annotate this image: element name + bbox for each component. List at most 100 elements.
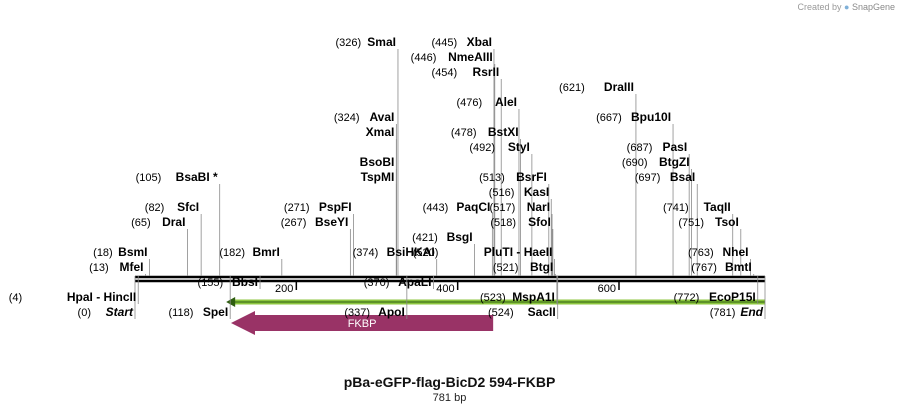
- site-position: (324): [334, 112, 360, 124]
- site-name: BseYI: [315, 215, 348, 229]
- site-position: (667): [596, 112, 622, 124]
- site-name: End: [740, 305, 763, 319]
- site-position: (621): [559, 82, 585, 94]
- site-position: (517): [490, 202, 516, 214]
- site-name: PasI: [662, 140, 687, 154]
- site-name: BsaI: [670, 170, 695, 184]
- site-name: NheI: [722, 245, 748, 259]
- site-name: TsoI: [715, 215, 739, 229]
- site-position: (182): [219, 247, 245, 259]
- site-name: Bpu10I: [631, 110, 671, 124]
- site-name: BsiHKAI: [387, 245, 435, 259]
- site-name: BtgI: [530, 260, 553, 274]
- site-position: (520): [413, 247, 439, 259]
- site-name: BsgI: [447, 230, 473, 244]
- site-name: BsaBI *: [176, 170, 218, 184]
- site-name: SacII: [528, 305, 556, 319]
- sequence-length: 781 bp: [432, 392, 467, 404]
- site-position: (741): [663, 202, 689, 214]
- site-position: (65): [131, 217, 151, 229]
- site-position: (690): [622, 157, 648, 169]
- site-position: (687): [627, 142, 653, 154]
- site-position: (18): [93, 247, 113, 259]
- site-name: AleI: [495, 95, 517, 109]
- site-name: BsoBI: [360, 155, 395, 169]
- snapgene-logo-icon: ●: [844, 2, 850, 12]
- site-position: (492): [469, 142, 495, 154]
- site-position: (478): [451, 127, 477, 139]
- site-position: (13): [89, 262, 109, 274]
- site-position: (521): [493, 262, 519, 274]
- site-position: (518): [490, 217, 516, 229]
- site-name: BmrI: [252, 245, 279, 259]
- site-position: (513): [479, 172, 505, 184]
- site-position: (445): [431, 37, 457, 49]
- site-position: (82): [145, 202, 165, 214]
- site-position: (370): [364, 277, 390, 289]
- site-position: (476): [456, 97, 482, 109]
- site-position: (326): [335, 37, 361, 49]
- site-position: (4): [9, 292, 22, 304]
- site-name: EcoP15I: [709, 290, 756, 304]
- site-name: BsrFI: [516, 170, 547, 184]
- site-position: (763): [688, 247, 714, 259]
- site-name: ApoI: [378, 305, 405, 319]
- site-position: (118): [169, 307, 194, 319]
- feature-label: FKBP: [348, 318, 377, 330]
- site-position: (697): [635, 172, 661, 184]
- site-position: (524): [488, 307, 514, 319]
- credit-brand: SnapGene: [851, 2, 895, 12]
- credit-prefix: Created by: [797, 2, 842, 12]
- site-name: StyI: [508, 140, 530, 154]
- site-position: (337): [344, 307, 370, 319]
- site-name: BstXI: [488, 125, 519, 139]
- feature-arrow: [230, 311, 494, 335]
- site-position: (271): [284, 202, 310, 214]
- site-name: Start: [106, 305, 134, 319]
- site-name: SfcI: [177, 200, 199, 214]
- site-position: (751): [678, 217, 704, 229]
- site-name: BmtI: [725, 260, 752, 274]
- site-position: (781): [710, 307, 736, 319]
- site-name: ApaLI: [398, 275, 431, 289]
- site-name: NarI: [527, 200, 550, 214]
- site-position: (105): [136, 172, 162, 184]
- site-position: (516): [489, 187, 515, 199]
- ruler-tick-label: 600: [598, 283, 616, 295]
- site-name: NmeAIII: [448, 50, 493, 64]
- site-name: XmaI: [366, 125, 395, 139]
- site-name: SpeI: [203, 305, 228, 319]
- site-position: (155): [198, 277, 224, 289]
- site-name: PspFI: [319, 200, 352, 214]
- site-position: (454): [432, 67, 458, 79]
- site-name: TaqII: [704, 200, 731, 214]
- snapgene-credit: Created by ● SnapGene: [797, 2, 895, 12]
- site-name: TspMI: [361, 170, 395, 184]
- site-position: (443): [423, 202, 449, 214]
- site-position: (374): [353, 247, 379, 259]
- site-name: SfoI: [528, 215, 551, 229]
- site-name: HpaI - HincII: [67, 290, 136, 304]
- site-position: (772): [674, 292, 700, 304]
- site-name: SmaI: [367, 35, 396, 49]
- site-name: DraIII: [604, 80, 634, 94]
- primer-arrow-head: [226, 297, 236, 307]
- site-name: PaqCI: [456, 200, 490, 214]
- ruler-tick-label: 200: [275, 283, 293, 295]
- site-name: XbaI: [467, 35, 492, 49]
- site-name: BtgZI: [659, 155, 690, 169]
- site-position: (767): [691, 262, 717, 274]
- site-name: RsrII: [473, 65, 500, 79]
- site-name: AvaI: [369, 110, 394, 124]
- site-position: (421): [412, 232, 438, 244]
- site-position: (523): [480, 292, 506, 304]
- site-position: (446): [411, 52, 437, 64]
- site-name: BbsI: [232, 275, 258, 289]
- site-name: PluTI - HaeII: [484, 245, 553, 259]
- site-position: (0): [78, 307, 91, 319]
- site-name: DraI: [162, 215, 185, 229]
- site-position: (267): [281, 217, 307, 229]
- site-name: MspA1I: [512, 290, 555, 304]
- site-name: BsmI: [118, 245, 147, 259]
